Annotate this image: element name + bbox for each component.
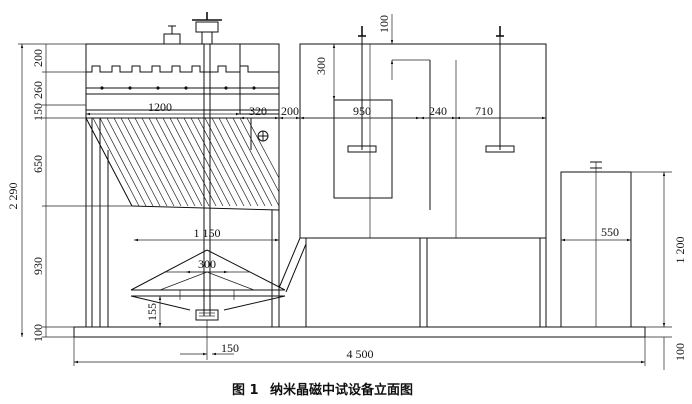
settling-tank <box>85 43 280 327</box>
dim-100-top: 100 <box>377 15 391 33</box>
base-platform <box>73 326 646 338</box>
dim-total-height: 2 290 <box>6 183 20 210</box>
dim-550: 550 <box>601 225 619 239</box>
dim-1200-top: 1200 <box>148 100 172 114</box>
dim-150-bottom: 150 <box>221 341 239 355</box>
caption-number: 图 1 <box>232 383 259 398</box>
dim-1150: 1 150 <box>194 226 221 240</box>
dim-320: 320 <box>249 104 267 118</box>
dimension-labels: 2 290 200 260 150 650 930 100 1200 320 2… <box>6 15 687 361</box>
reaction-tank <box>299 26 547 327</box>
dim-930: 930 <box>31 257 45 275</box>
dim-4500: 4 500 <box>347 347 374 361</box>
dim-950: 950 <box>353 104 371 118</box>
dim-300-stir: 300 <box>314 57 328 75</box>
dim-200-top: 200 <box>31 49 45 67</box>
dim-1200-right: 1 200 <box>673 237 687 264</box>
dim-100-right: 100 <box>673 343 687 361</box>
dim-200-mid: 200 <box>281 104 299 118</box>
dimension-lines <box>18 14 672 370</box>
figure-caption: 图 1 纳米晶磁中试设备立面图 <box>232 382 413 398</box>
dim-240: 240 <box>429 104 447 118</box>
dim-650: 650 <box>31 155 45 173</box>
dim-710: 710 <box>475 104 493 118</box>
dim-100-left: 100 <box>31 324 45 342</box>
dim-155: 155 <box>145 303 159 321</box>
small-tank <box>560 161 632 328</box>
caption-text: 纳米晶磁中试设备立面图 <box>270 382 413 398</box>
dim-150-left: 150 <box>31 103 45 121</box>
dim-260: 260 <box>31 81 45 99</box>
center-shaft-assembly <box>130 12 307 360</box>
dim-300-cone: 300 <box>198 257 216 271</box>
